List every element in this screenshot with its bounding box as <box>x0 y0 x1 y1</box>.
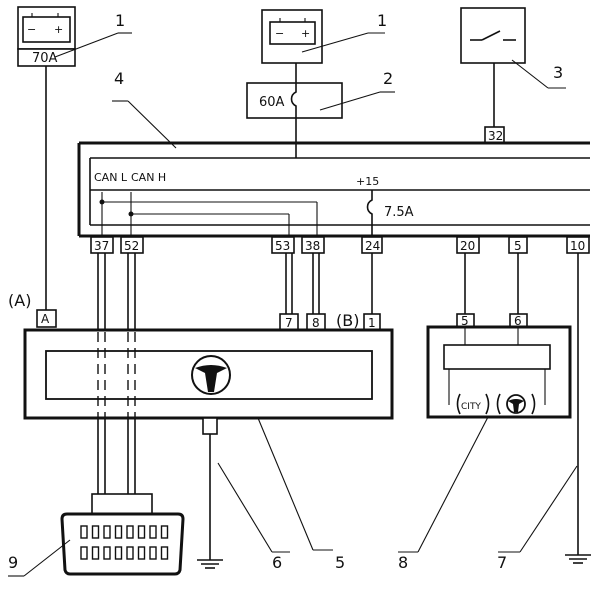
pin-37: 37 <box>94 239 109 253</box>
switch-icon <box>470 30 516 41</box>
obd-pin <box>126 525 134 539</box>
can-l-label: CAN L <box>94 171 128 184</box>
obd-pin <box>91 546 100 560</box>
fuse-box-60a: 60A <box>246 82 343 119</box>
module8-pin-6: 6 <box>514 314 522 328</box>
callout-4: 4 <box>114 69 124 88</box>
connector-b-label: (B) <box>336 311 359 330</box>
city-mode-icon: CITY <box>456 393 490 415</box>
obd-pin <box>160 546 169 560</box>
obd-pin <box>137 525 146 539</box>
pin-1: 1 <box>368 316 376 330</box>
callout-1-center: 1 <box>377 11 387 30</box>
obd-pin <box>137 546 146 560</box>
callout-5: 5 <box>335 553 345 572</box>
can-h-label: CAN H <box>131 171 166 184</box>
obd-pin <box>160 525 169 539</box>
steering-wheel-icon <box>191 355 231 395</box>
control-unit <box>77 141 590 238</box>
obd-pin <box>80 546 88 560</box>
ignition-switch <box>460 7 526 64</box>
connector-a-label: (A) <box>8 291 31 310</box>
module-5 <box>23 328 394 420</box>
obd-pin <box>91 525 100 539</box>
callout-6: 6 <box>272 553 282 572</box>
pin-53: 53 <box>275 239 290 253</box>
ecu-pin-row: 37 52 53 38 24 20 5 10 <box>90 236 590 254</box>
obd-pin <box>149 546 157 560</box>
pin-7: 7 <box>285 316 293 330</box>
pin-20: 20 <box>460 239 475 253</box>
module8-pin-5: 5 <box>461 314 469 328</box>
city-label: CITY <box>461 402 481 412</box>
callout-8: 8 <box>398 553 408 572</box>
ground-icon <box>565 554 591 564</box>
callout-9: 9 <box>8 553 18 572</box>
battery-center: − + <box>261 9 323 64</box>
obd-pin <box>114 525 123 539</box>
callout-2: 2 <box>383 69 393 88</box>
pin-52: 52 <box>124 239 139 253</box>
fuse-icon <box>290 83 297 118</box>
obd-pin <box>103 546 111 560</box>
pin-38: 38 <box>305 239 320 253</box>
battery-minus-symbol-2: − <box>275 27 284 40</box>
pin-24: 24 <box>365 239 380 253</box>
pin-a: A <box>41 312 50 326</box>
callout-1-left: 1 <box>115 11 125 30</box>
pin-10: 10 <box>570 239 585 253</box>
battery-icon <box>22 16 71 43</box>
obd-pin <box>149 525 157 539</box>
pin-5: 5 <box>514 239 522 253</box>
battery-plus-symbol: + <box>54 23 63 36</box>
battery-minus-symbol: − <box>27 23 36 36</box>
fuse-icon <box>366 190 373 237</box>
obd-pin <box>114 546 123 560</box>
obd-pin <box>103 525 111 539</box>
battery-left: − + 70A <box>17 6 76 67</box>
plus15-label: +15 <box>356 175 379 188</box>
callout-7: 7 <box>497 553 507 572</box>
module-8: 5 6 CITY <box>426 313 572 419</box>
ground-icon <box>197 559 223 569</box>
battery-plus-symbol-2: + <box>301 27 310 40</box>
pin-32: 32 <box>488 129 503 143</box>
fuse-70a-label: 70A <box>32 51 58 66</box>
fuse-7-5a-label: 7.5A <box>384 205 414 220</box>
battery-icon <box>269 21 316 45</box>
steering-wheel-icon <box>496 393 536 415</box>
pin-8: 8 <box>312 316 320 330</box>
fuse-60a-label: 60A <box>259 95 285 110</box>
obd-connector-icon <box>60 493 185 576</box>
obd-pin <box>126 546 134 560</box>
callout-3: 3 <box>553 63 563 82</box>
obd-pin <box>80 525 88 539</box>
